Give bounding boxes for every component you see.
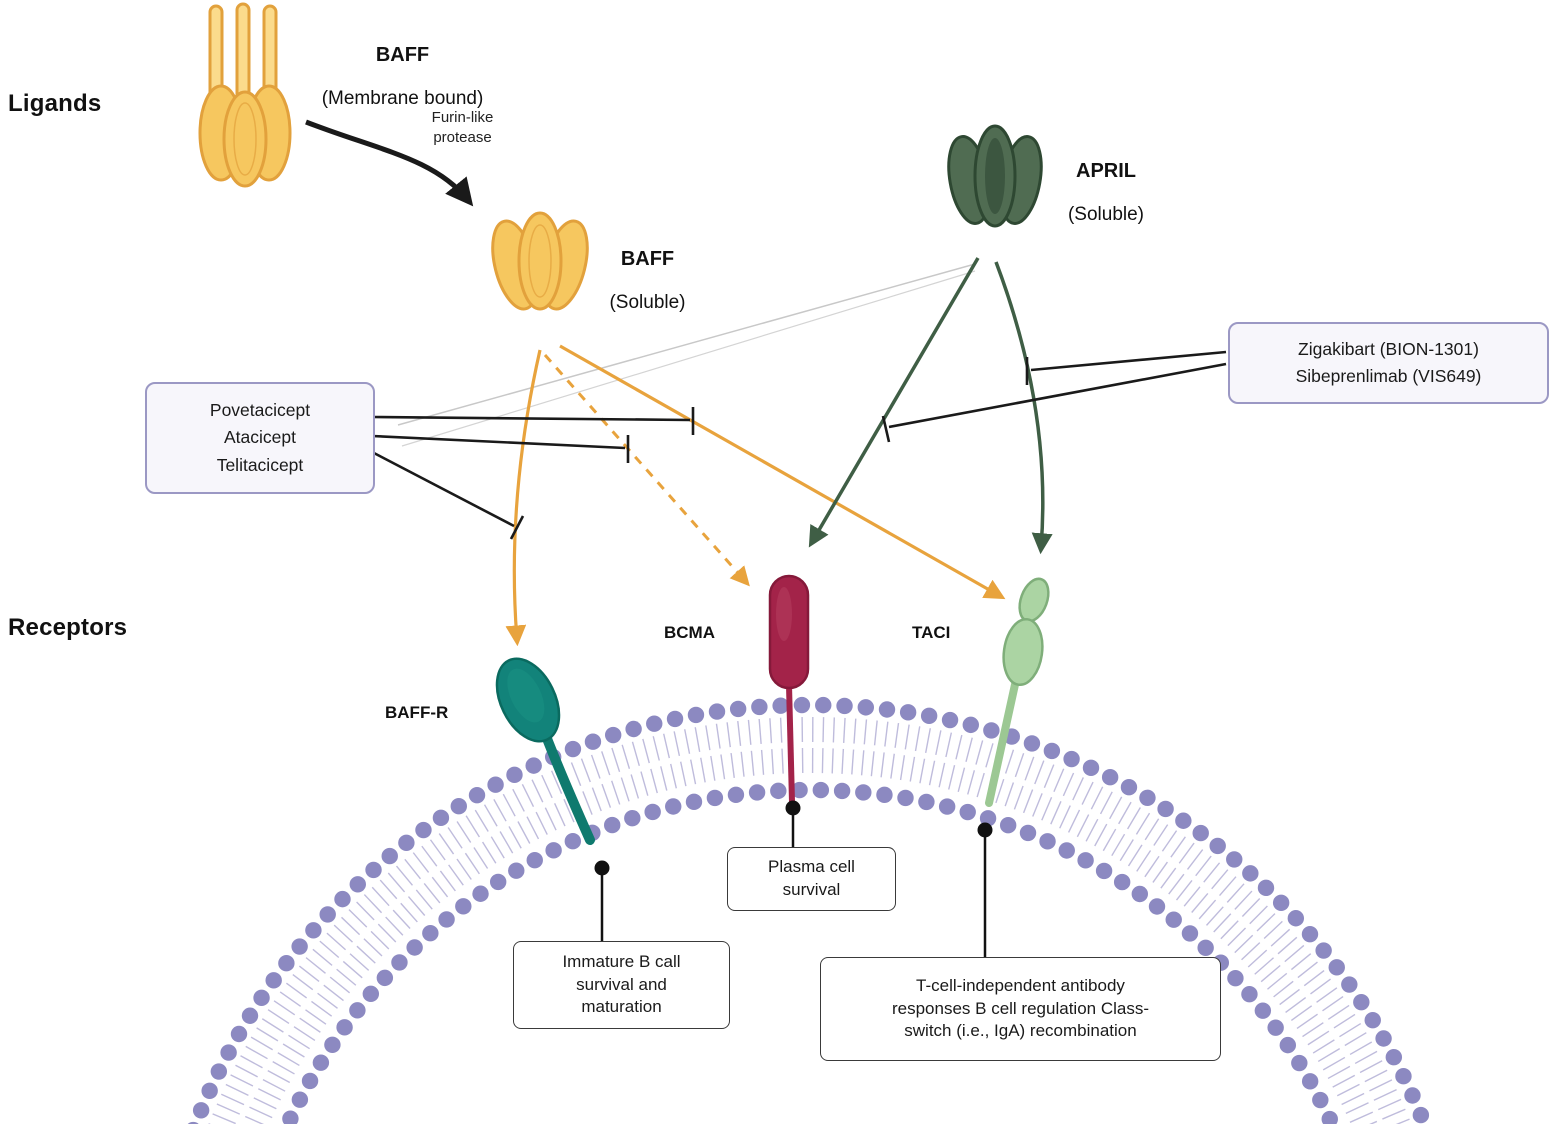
arrow-april-to-bcma: [808, 257, 980, 548]
inhibitor-box-right: Zigakibart (BION-1301) Sibeprenlimab (VI…: [1228, 322, 1549, 404]
connector-dot-bcma: [785, 800, 801, 816]
inhibitor-box-left: Povetacicept Atacicept Telitacicept: [145, 382, 375, 494]
connector-dot-baffr: [594, 860, 610, 876]
baff-soluble-label: BAFF (Soluble): [585, 230, 710, 332]
ligands-section-label: Ligands: [8, 90, 102, 117]
baff-membrane-state: (Membrane bound): [321, 88, 484, 109]
april-state: (Soluble): [1067, 204, 1145, 225]
april-ligand-icon: [947, 124, 1043, 228]
april-label: APRIL (Soluble): [1040, 142, 1172, 244]
inhibit-line-left-2: [371, 434, 626, 450]
baffr-receptor-label: BAFF-R: [385, 703, 449, 722]
arrow-baff-to-baffr: [505, 349, 542, 647]
inhibition-lines: [371, 350, 1227, 540]
outcome-box-bcma: Plasma cell survival: [727, 847, 896, 911]
baff-membrane-name: BAFF: [375, 44, 430, 66]
inhibit-tbar-right-2: [881, 415, 891, 443]
bcma-receptor-label: BCMA: [664, 623, 715, 642]
outcome-box-taci: T-cell-independent antibody responses B …: [820, 957, 1221, 1061]
taci-receptor-icon: [985, 577, 1050, 807]
baff-soluble-name: BAFF: [620, 248, 675, 270]
april-name: APRIL: [1076, 160, 1136, 182]
bcma-receptor-icon: [768, 574, 810, 803]
faint-crossing-lines: [397, 263, 976, 447]
inhibit-line-left-1: [371, 415, 691, 422]
cell-membrane-bilayer: [187, 696, 1430, 1124]
furin-protease-note: Furin-like protease: [431, 109, 494, 146]
inhibit-tbar-left-3: [509, 515, 525, 540]
arrow-baff-to-bcma-dashed: [543, 354, 750, 587]
arrow-april-to-taci: [994, 261, 1053, 555]
receptors-section-label: Receptors: [8, 614, 128, 641]
inhibit-line-left-3: [371, 450, 515, 528]
furin-cleavage-arrow: [305, 119, 474, 207]
baff-soluble-state: (Soluble): [609, 292, 686, 313]
arrow-baff-to-taci: [559, 344, 1006, 600]
inhibit-line-right-1: [1030, 350, 1227, 372]
connector-dot-taci: [977, 822, 993, 838]
taci-receptor-label: TACI: [912, 623, 951, 642]
baff-soluble-ligand-icon: [491, 211, 589, 311]
outcome-box-baffr: Immature B call survival and maturation: [513, 941, 730, 1029]
inhibit-line-right-2: [888, 362, 1227, 429]
baff-membrane-label: BAFF (Membrane bound): [300, 26, 505, 128]
baffr-receptor-icon: [495, 657, 595, 845]
baff-membrane-ligand-icon: [198, 2, 292, 188]
